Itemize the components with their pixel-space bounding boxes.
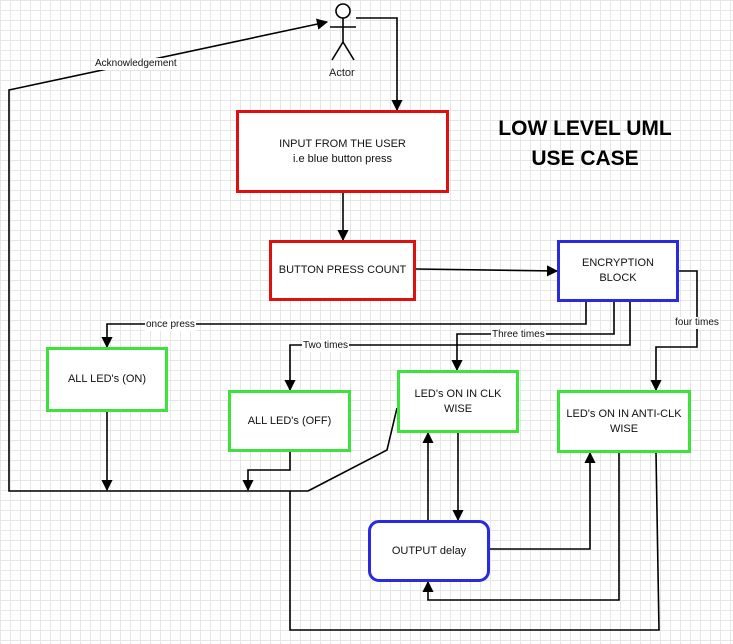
node-input-from-user[interactable]: INPUT FROM THE USER i.e blue button pres…	[236, 110, 449, 193]
node-output-label: OUTPUT delay	[391, 544, 467, 557]
node-button-press-count[interactable]: BUTTON PRESS COUNT	[269, 240, 416, 301]
node-all-on-label: ALL LED's (ON)	[67, 373, 147, 385]
edge-anticlk-loop	[289, 452, 660, 631]
edge-label-two-times: Two times	[302, 340, 350, 352]
node-leds-clk-wise[interactable]: LED's ON IN CLK WISE	[397, 370, 519, 433]
edge-once-press	[101, 302, 587, 349]
node-encryption-line2: BLOCK	[599, 272, 637, 284]
edge-clk-slant	[307, 407, 398, 492]
node-input-line1: INPUT FROM THE USER	[279, 137, 406, 150]
node-all-off-label: ALL LED's (OFF)	[247, 414, 332, 427]
node-clk-line1: LED's ON IN CLK	[414, 387, 502, 400]
actor-icon	[330, 3, 356, 61]
edge-actor-to-input	[356, 17, 403, 112]
actor-label: Actor	[329, 67, 355, 79]
diagram-title: LOW LEVEL UML USE CASE	[455, 114, 715, 174]
node-anticlk-line2: WISE	[609, 422, 639, 435]
node-anticlk-line1: LED's ON IN ANTI-CLK	[566, 407, 682, 420]
edge-four-times	[650, 270, 698, 392]
edge-all-off-down	[242, 452, 291, 492]
edge-label-once-press: once press	[145, 319, 196, 331]
node-all-leds-off[interactable]: ALL LED's (OFF)	[228, 390, 351, 452]
node-input-line2: i.e blue button press	[292, 152, 393, 165]
edge-count-to-encryption	[415, 265, 559, 277]
node-clk-line2: WISE	[443, 402, 473, 415]
node-leds-anticlk-wise[interactable]: LED's ON IN ANTI-CLK WISE	[557, 390, 691, 453]
edge-acknowledgement	[8, 18, 329, 492]
edge-output-to-anticlk	[490, 451, 596, 550]
edge-two-times	[284, 302, 631, 392]
node-encryption-line1: ENCRYPTION	[582, 257, 654, 269]
node-count-label: BUTTON PRESS COUNT	[278, 264, 407, 276]
edge-label-four-times: four times	[674, 317, 720, 329]
edge-anticlk-to-output	[422, 453, 620, 601]
edge-label-acknowledgement: Acknowledgement	[94, 58, 178, 70]
node-encryption-block[interactable]: ENCRYPTION BLOCK	[557, 240, 679, 302]
node-output-delay[interactable]: OUTPUT delay	[368, 520, 490, 582]
title-line1: LOW LEVEL UML	[498, 117, 672, 140]
node-all-leds-on[interactable]: ALL LED's (ON)	[46, 347, 168, 412]
title-line2: USE CASE	[531, 147, 639, 170]
edge-label-three-times: Three times	[491, 329, 546, 341]
